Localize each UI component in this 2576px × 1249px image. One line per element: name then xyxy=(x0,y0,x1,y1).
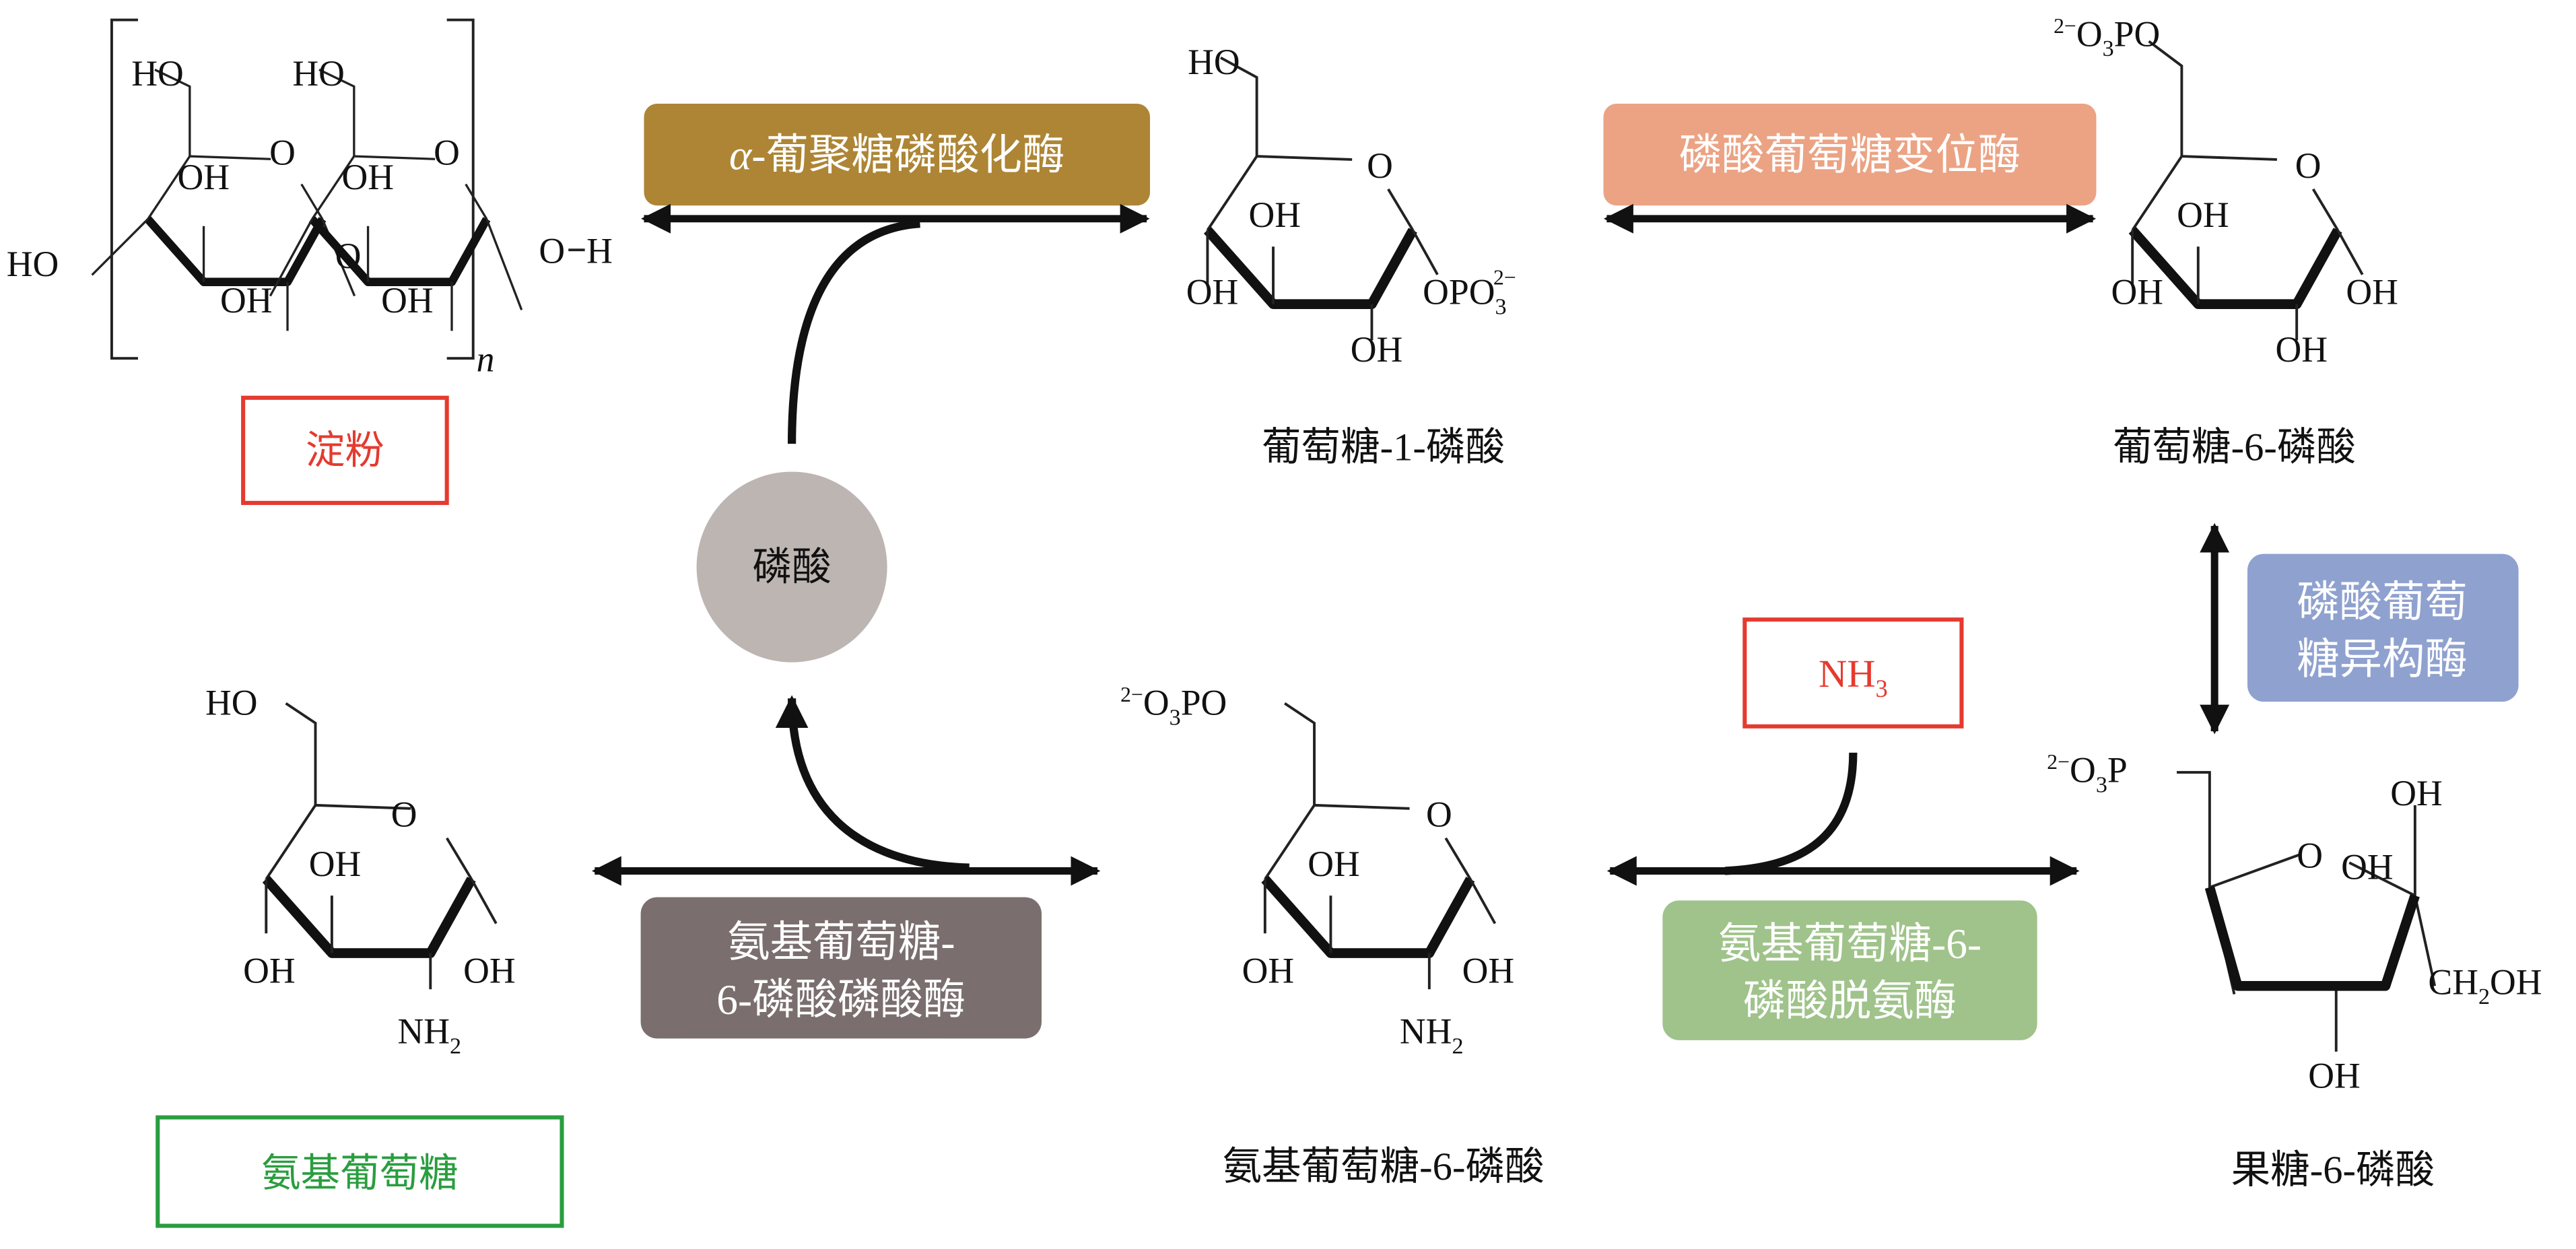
ring-oxygen: O xyxy=(269,132,296,172)
label: HO xyxy=(1188,42,1240,82)
enzyme-label-phosphoglucomutase: 磷酸葡萄糖变位酶 xyxy=(1679,131,2021,179)
label: HO xyxy=(205,683,258,723)
label: OH xyxy=(2341,847,2394,887)
ammonia-label: NH3 xyxy=(1819,652,1888,702)
starch-label-box xyxy=(241,395,449,505)
glucose-1-phosphate-structure: HO O OH OH OH OPO32− xyxy=(1186,42,1516,370)
enzyme-label-line1: 磷酸葡萄 xyxy=(2297,578,2468,626)
label: OH xyxy=(381,280,434,320)
glycosidic-oxygen: O xyxy=(335,236,362,276)
glucosamine-structure: HO O OH OH OH NH2 xyxy=(205,683,516,1059)
enzyme-box-glucosamine-6-phosphate-deaminase xyxy=(1662,900,2037,1040)
label: OH xyxy=(463,950,516,990)
ring-oxygen: O xyxy=(434,132,460,172)
amino-group: NH2 xyxy=(397,1011,461,1059)
label: OH xyxy=(243,950,296,990)
label: OH xyxy=(309,844,362,884)
enzyme-box-glucosamine-6-phosphate-phosphatase xyxy=(640,897,1042,1039)
starch-structure: HO HO HO OH OH OH OH O O O O H n xyxy=(7,18,613,380)
enzyme-label-line2: 糖异构酶 xyxy=(2297,636,2468,683)
glucosamine-label: 氨基葡萄糖 xyxy=(261,1151,459,1195)
label: OH xyxy=(2308,1056,2361,1096)
label: OH xyxy=(1242,950,1295,990)
ring-oxygen: O xyxy=(2297,836,2323,876)
phosphate-group: 2−O3PO xyxy=(2054,14,2160,62)
fructose-6-phosphate-structure: 2−O3P O OH OH OH CH2OH xyxy=(2047,750,2542,1096)
ring-oxygen: O xyxy=(391,795,417,835)
label: OH xyxy=(1351,329,1403,370)
label: OH xyxy=(1462,950,1515,990)
label: CH2OH xyxy=(2428,962,2542,1010)
phosphate-release-curve xyxy=(775,695,970,872)
g6p-label: 葡萄糖-6-磷酸 xyxy=(2113,425,2356,469)
label: OH xyxy=(178,157,230,197)
enzyme-label-line1: 氨基葡萄糖- xyxy=(727,918,955,966)
enzyme-label-line2: 6-磷酸磷酸酶 xyxy=(716,976,965,1023)
label: OH xyxy=(1186,272,1239,312)
label: HO xyxy=(131,53,184,94)
label: OH xyxy=(2177,195,2229,235)
glucosamine-label-box xyxy=(156,1115,564,1228)
ring-oxygen: O xyxy=(2295,145,2321,186)
label: OH xyxy=(2390,773,2443,813)
ring-oxygen: O xyxy=(1426,795,1452,835)
phosphate-group: 2−O3PO xyxy=(1120,683,1227,731)
label: HO xyxy=(7,244,59,284)
label: OH xyxy=(1308,844,1360,884)
enzyme-label-line1: 氨基葡萄糖-6- xyxy=(1718,920,1981,968)
ammonia-output-curve xyxy=(1724,752,1858,875)
label: OH xyxy=(2346,272,2398,312)
glucosamine-6-phosphate-structure: 2−O3PO O OH OH OH NH2 xyxy=(1120,683,1514,1059)
label: HO xyxy=(292,53,345,94)
enzyme-label-line2: 磷酸脱氨酶 xyxy=(1743,977,1957,1025)
label: OH xyxy=(1248,195,1301,235)
enzyme-box-phosphoglucomutase xyxy=(1603,104,2097,206)
label: OH xyxy=(2275,329,2328,370)
f6p-label: 果糖-6-磷酸 xyxy=(2231,1148,2435,1192)
label: H xyxy=(586,231,613,271)
starch-label: 淀粉 xyxy=(306,428,384,472)
phosphate-node xyxy=(696,471,887,663)
phosphate-label: 磷酸 xyxy=(753,545,832,589)
ring-oxygen: O xyxy=(1367,145,1393,186)
label: OH xyxy=(2111,272,2163,312)
phosphate-group: 2−O3P xyxy=(2047,750,2127,798)
phosphate-input-curve xyxy=(788,220,920,444)
glcn6p-label: 氨基葡萄糖-6-磷酸 xyxy=(1222,1145,1544,1188)
label: O xyxy=(539,231,565,271)
enzyme-box-alpha-glucan-phosphorylase xyxy=(644,104,1151,206)
polymer-brackets xyxy=(110,18,475,360)
g1p-label: 葡萄糖-1-磷酸 xyxy=(1262,425,1505,469)
amino-group: NH2 xyxy=(1400,1011,1464,1059)
label: OH xyxy=(220,280,273,320)
glucose-6-phosphate-structure: 2−O3PO O OH OH OH OH xyxy=(2054,14,2398,370)
enzyme-label-alpha-glucan-phosphorylase: α-葡聚糖磷酸化酶 xyxy=(729,131,1065,179)
ammonia-label-box xyxy=(1742,617,1964,729)
phosphate-group: OPO32− xyxy=(1423,265,1516,319)
enzyme-box-phosphoglucose-isomerase xyxy=(2247,553,2519,702)
repeat-n: n xyxy=(477,339,495,380)
label: OH xyxy=(342,157,395,197)
